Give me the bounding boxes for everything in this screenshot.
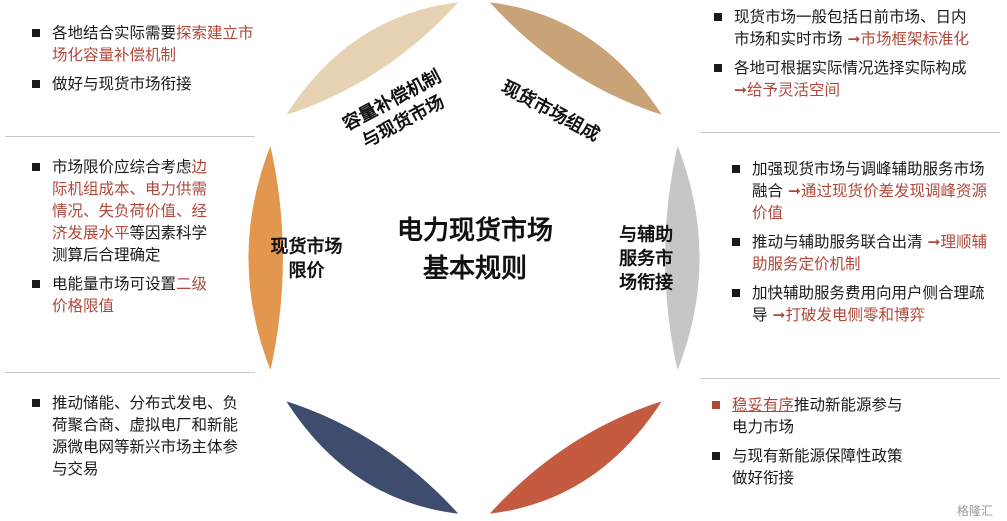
watermark: 格隆汇: [956, 504, 993, 518]
petal-composition: [483, 0, 669, 121]
bullet-square-icon: [732, 165, 740, 173]
center-title-line1: 电力现货市场: [396, 216, 553, 246]
petal-label-line: 限价: [289, 260, 326, 281]
petal-ancillary: [662, 135, 703, 381]
bullet-square-icon: [32, 399, 40, 407]
bullet-item: 加强现货市场与调峰辅助服务市场融合 ➞通过现货价差发现调峰资源价值: [730, 158, 988, 224]
bullet-item: 推动与辅助服务联合出清 ➞理顺辅助服务定价机制: [730, 231, 988, 275]
result-text: 通过现货价差发现调峰资源价值: [752, 182, 987, 222]
bullet-item: 各地可根据实际情况选择实际构成 ➞给予灵活空间: [712, 57, 977, 101]
left-bottom-notes: 推动储能、分布式发电、负荷聚合商、虚拟电厂和新能源微电网等新兴市场主体参与交易: [30, 392, 248, 487]
arrow-right-icon: ➞: [842, 30, 861, 48]
bullet-square-icon: [714, 64, 722, 72]
petal-renewable: [482, 395, 669, 518]
bullet-text: 做好与现货市场衔接: [52, 75, 192, 93]
petal-label-line: 现货市场: [271, 235, 343, 257]
bullet-item: 加快辅助服务费用向用户侧合理疏导 ➞打破发电侧零和博弈: [730, 282, 988, 326]
bullet-text: 市场限价应综合考虑: [52, 158, 192, 176]
bullet-text: 推动储能、分布式发电、负荷聚合商、虚拟电厂和新能源微电网等新兴市场主体参与交易: [52, 394, 239, 478]
center-title: 电力现货市场 基本规则: [360, 212, 590, 288]
petal-price-limit: [245, 135, 286, 381]
bullet-text: 各地结合实际需要: [52, 24, 177, 42]
petal-label-line: 服务市: [619, 247, 673, 269]
bullet-item: 电能量市场可设置二级价格限值: [30, 273, 218, 317]
right-bottom-notes: 稳妥有序推动新能源参与电力市场与现有新能源保障性政策做好衔接: [710, 394, 910, 496]
center-title-line2: 基本规则: [422, 254, 527, 284]
highlight-text: 探索建立市场化容量补偿机制: [52, 24, 254, 64]
bullet-item: 推动储能、分布式发电、负荷聚合商、虚拟电厂和新能源微电网等新兴市场主体参与交易: [30, 392, 248, 480]
arrow-right-icon: ➞: [783, 182, 801, 200]
bullet-text: 推动与辅助服务联合出清: [752, 233, 923, 251]
petal-label-line: 与辅助: [619, 223, 673, 245]
bullet-square-icon: [32, 29, 40, 37]
petal-label-composition: 现货市场组成: [498, 76, 604, 146]
bullet-text: 加快辅助服务费用向用户侧合理疏导: [752, 284, 985, 324]
petal-new-entities: [279, 395, 466, 518]
result-text: 市场框架标准化: [860, 30, 969, 48]
bullet-text: 加强现货市场与调峰辅助服务市场融合: [752, 160, 985, 200]
highlight-text: 边际机组成本、电力供需情况、失负荷价值、经济发展水平: [52, 158, 208, 242]
right-middle-notes: 加强现货市场与调峰辅助服务市场融合 ➞通过现货价差发现调峰资源价值推动与辅助服务…: [730, 158, 988, 333]
left-middle-notes: 市场限价应综合考虑边际机组成本、电力供需情况、失负荷价值、经济发展水平等因素科学…: [30, 156, 218, 324]
bullet-text: 各地可根据实际情况选择实际构成: [734, 59, 967, 77]
left-top-notes: 各地结合实际需要探索建立市场化容量补偿机制做好与现货市场衔接: [30, 22, 262, 102]
bullet-square-icon: [732, 289, 740, 297]
petal-label-line: 场衔接: [619, 271, 673, 293]
bullet-item: 各地结合实际需要探索建立市场化容量补偿机制: [30, 22, 262, 66]
bullet-text: 现货市场一般包括日前市场、日内市场和实时市场: [734, 8, 967, 48]
bullet-square-icon: [32, 163, 40, 171]
arrow-right-icon: ➞: [734, 81, 747, 99]
petal-label-line: 现货市场组成: [498, 76, 604, 146]
bullet-item: 做好与现货市场衔接: [30, 73, 262, 95]
right-top-notes: 现货市场一般包括日前市场、日内市场和实时市场 ➞市场框架标准化各地可根据实际情况…: [712, 6, 977, 108]
bullet-text: 与现有新能源保障性政策做好衔接: [732, 447, 903, 487]
bullet-text: 电能量市场可设置: [52, 275, 177, 293]
petal-capacity: [279, 0, 465, 121]
highlight-text: 稳妥有序: [732, 396, 795, 414]
bullet-square-icon: [714, 13, 722, 21]
divider-right-top: [700, 132, 1000, 133]
arrow-right-icon: ➞: [767, 306, 786, 324]
bullet-item: 现货市场一般包括日前市场、日内市场和实时市场 ➞市场框架标准化: [712, 6, 977, 50]
bullet-text: 推动新能源参与电力市场: [732, 396, 903, 436]
bullet-square-icon: [32, 80, 40, 88]
arrow-right-icon: ➞: [922, 233, 941, 251]
bullet-item: 与现有新能源保障性政策做好衔接: [710, 445, 910, 489]
divider-right-bottom: [700, 378, 1000, 379]
result-text: 理顺辅助服务定价机制: [752, 233, 987, 273]
bullet-item: 稳妥有序推动新能源参与电力市场: [710, 394, 910, 438]
bullet-square-icon: [32, 280, 40, 288]
bullet-square-icon: [732, 238, 740, 246]
highlight-text: 二级价格限值: [52, 275, 208, 315]
bullet-item: 市场限价应综合考虑边际机组成本、电力供需情况、失负荷价值、经济发展水平等因素科学…: [30, 156, 218, 266]
divider-left-top: [5, 136, 255, 137]
bullet-text: 等因素科学测算后合理确定: [52, 224, 208, 264]
bullet-square-icon: [712, 452, 720, 460]
result-text: 打破发电侧零和博弈: [785, 306, 925, 324]
divider-left-bottom: [5, 372, 255, 373]
result-text: 给予灵活空间: [747, 81, 841, 99]
bullet-square-icon: [712, 401, 720, 409]
